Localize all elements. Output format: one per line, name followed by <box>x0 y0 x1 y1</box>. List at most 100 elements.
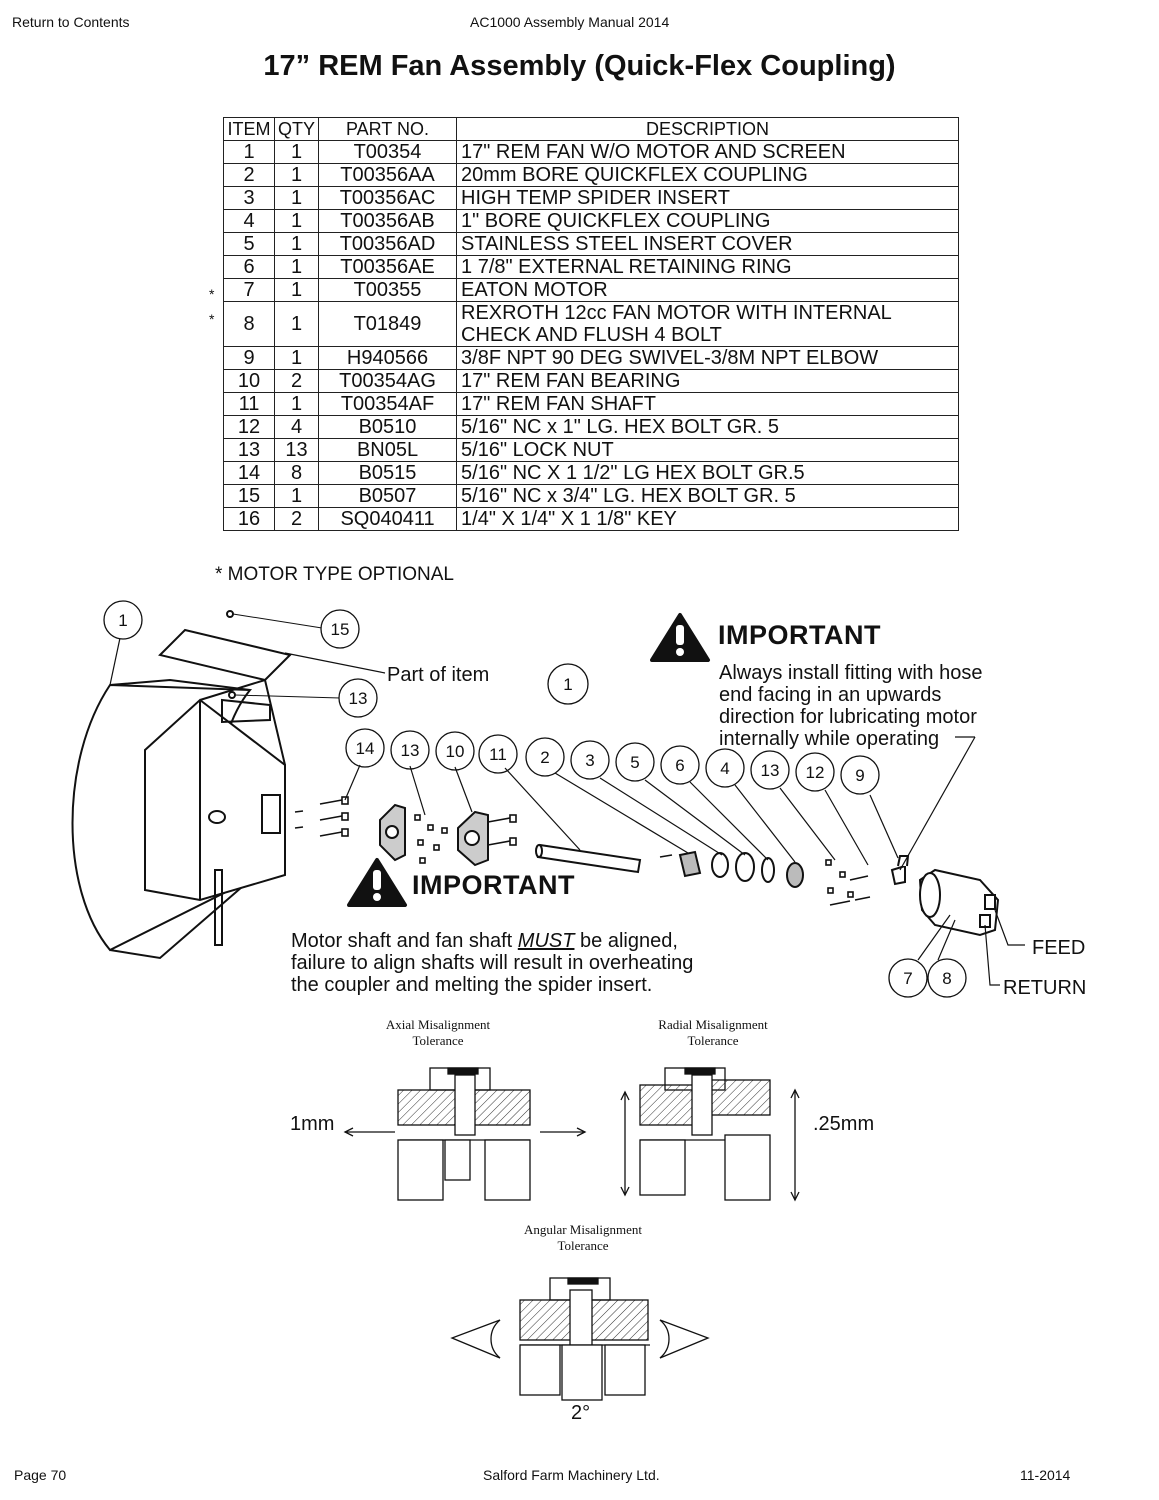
item-balloon <box>570 740 610 780</box>
description-line: 1 7/8" EXTERNAL RETAINING RING <box>461 256 792 278</box>
qty-cell: 1 <box>273 392 320 416</box>
part-number-cell: T00356AA <box>318 163 458 187</box>
important-fitting-note: Always install fitting with hose end fac… <box>719 662 982 750</box>
warning-icon <box>347 858 407 907</box>
item-balloon-label: 14 <box>356 739 375 758</box>
description-line: CHECK AND FLUSH 4 BOLT <box>461 324 722 346</box>
important-fitting-line-2: end facing in an upwards <box>719 684 942 706</box>
manual-title: AC1000 Assembly Manual 2014 <box>470 14 670 30</box>
item-balloon <box>927 958 967 998</box>
description-cell: 1/4" X 1/4" X 1 1/8" KEY <box>456 507 960 531</box>
radial-tolerance-value: .25mm <box>813 1113 875 1135</box>
description-line: STAINLESS STEEL INSERT COVER <box>461 233 793 255</box>
qty-cell: 13 <box>273 438 320 462</box>
important-alignment-note: Motor shaft and fan shaft MUST be aligne… <box>291 930 693 996</box>
important-heading-top: IMPORTANT <box>718 620 881 650</box>
col-part-header: PART NO. <box>318 117 458 141</box>
item-cell: 1 <box>223 140 275 164</box>
item-balloon-label: 13 <box>761 761 780 780</box>
item-balloon-label: 9 <box>855 766 864 785</box>
part-number-cell: B0507 <box>318 484 458 508</box>
description-cell: HIGH TEMP SPIDER INSERT <box>456 186 960 210</box>
item-balloon-label: 11 <box>489 745 507 764</box>
item-balloon <box>660 745 700 785</box>
feed-port-label: FEED <box>1032 937 1086 959</box>
axial-tolerance-value: 1mm <box>290 1113 335 1135</box>
item-balloon <box>615 742 655 782</box>
important-fitting-line-4: internally while operating <box>719 728 940 750</box>
qty-cell: 2 <box>273 507 320 531</box>
item-cell: 5 <box>223 232 275 256</box>
qty-cell: 1 <box>273 484 320 508</box>
item-balloon <box>435 731 475 771</box>
hydraulic-motor <box>918 868 1000 937</box>
item-balloon-label: 8 <box>942 969 951 988</box>
item-balloon-label: 1 <box>563 675 572 694</box>
description-line: HIGH TEMP SPIDER INSERT <box>461 187 730 209</box>
item-balloon-label: 2 <box>540 748 549 767</box>
col-item-header: ITEM <box>223 117 275 141</box>
item-balloon-label: 13 <box>349 689 368 708</box>
description-cell: 17" REM FAN SHAFT <box>456 392 960 416</box>
must-emphasis: MUST <box>517 930 575 952</box>
qty-cell: 1 <box>273 209 320 233</box>
item-balloon <box>888 958 928 998</box>
item-balloon <box>390 730 430 770</box>
qty-cell: 1 <box>273 186 320 210</box>
item-balloon-label: 4 <box>720 759 729 778</box>
description-line: REXROTH 12cc FAN MOTOR WITH INTERNAL <box>461 302 892 324</box>
table-header-row: ITEM QTY PART NO. DESCRIPTION <box>223 117 960 141</box>
important-fitting-line-3: direction for lubricating motor <box>719 706 977 728</box>
qty-cell: 1 <box>273 278 320 302</box>
description-line: 5/16" LOCK NUT <box>461 439 614 461</box>
description-line: 3/8F NPT 90 DEG SWIVEL-3/8M NPT ELBOW <box>461 347 879 369</box>
angular-tolerance-value: 2° <box>571 1402 591 1424</box>
qty-cell: 1 <box>273 301 320 347</box>
part-of-item-label: Part of item <box>387 664 490 686</box>
description-cell: 17" REM FAN W/O MOTOR AND SCREEN <box>456 140 960 164</box>
part-number-cell: T00354 <box>318 140 458 164</box>
item-cell: 15 <box>223 484 275 508</box>
page-title: 17” REM Fan Assembly (Quick-Flex Couplin… <box>263 50 896 82</box>
motor-type-note: * MOTOR TYPE OPTIONAL <box>215 564 454 585</box>
qty-cell: 1 <box>273 140 320 164</box>
item-cell: 14 <box>223 461 275 485</box>
qty-cell: 2 <box>273 369 320 393</box>
description-cell: 1" BORE QUICKFLEX COUPLING <box>456 209 960 233</box>
optional-marker: * <box>209 286 215 302</box>
description-cell: 20mm BORE QUICKFLEX COUPLING <box>456 163 960 187</box>
item-cell: 9 <box>223 346 275 370</box>
description-line: 20mm BORE QUICKFLEX COUPLING <box>461 164 808 186</box>
item-cell: 11 <box>223 392 275 416</box>
description-line: 1" BORE QUICKFLEX COUPLING <box>461 210 771 232</box>
description-line: 17" REM FAN W/O MOTOR AND SCREEN <box>461 141 846 163</box>
return-to-contents-link[interactable]: Return to Contents <box>12 14 130 30</box>
item-balloon <box>795 752 835 792</box>
important-heading-bottom: IMPORTANT <box>412 870 575 900</box>
item-balloon <box>320 609 360 649</box>
part-number-cell: H940566 <box>318 346 458 370</box>
radial-tolerance-caption: Radial Misalignment Tolerance <box>658 1017 768 1048</box>
item-balloon <box>705 748 745 788</box>
important-alignment-line-2: failure to align shafts will result in o… <box>291 952 694 974</box>
item-balloon <box>338 678 378 718</box>
description-cell: 5/16" NC x 1" LG. HEX BOLT GR. 5 <box>456 415 960 439</box>
item-cell: 3 <box>223 186 275 210</box>
fan-shaft <box>535 843 642 874</box>
angular-tolerance-caption: Angular Misalignment Tolerance <box>523 1222 643 1253</box>
description-line: 5/16" NC x 1" LG. HEX BOLT GR. 5 <box>461 416 780 438</box>
item-balloon <box>478 734 518 774</box>
item-cell: 7 <box>223 278 275 302</box>
axial-tolerance-caption: Axial Misalignment Tolerance <box>385 1017 491 1048</box>
item-balloon-label: 15 <box>331 620 350 639</box>
item-balloon-label: 3 <box>585 751 594 770</box>
angular-misalignment-drawing <box>450 1277 710 1401</box>
